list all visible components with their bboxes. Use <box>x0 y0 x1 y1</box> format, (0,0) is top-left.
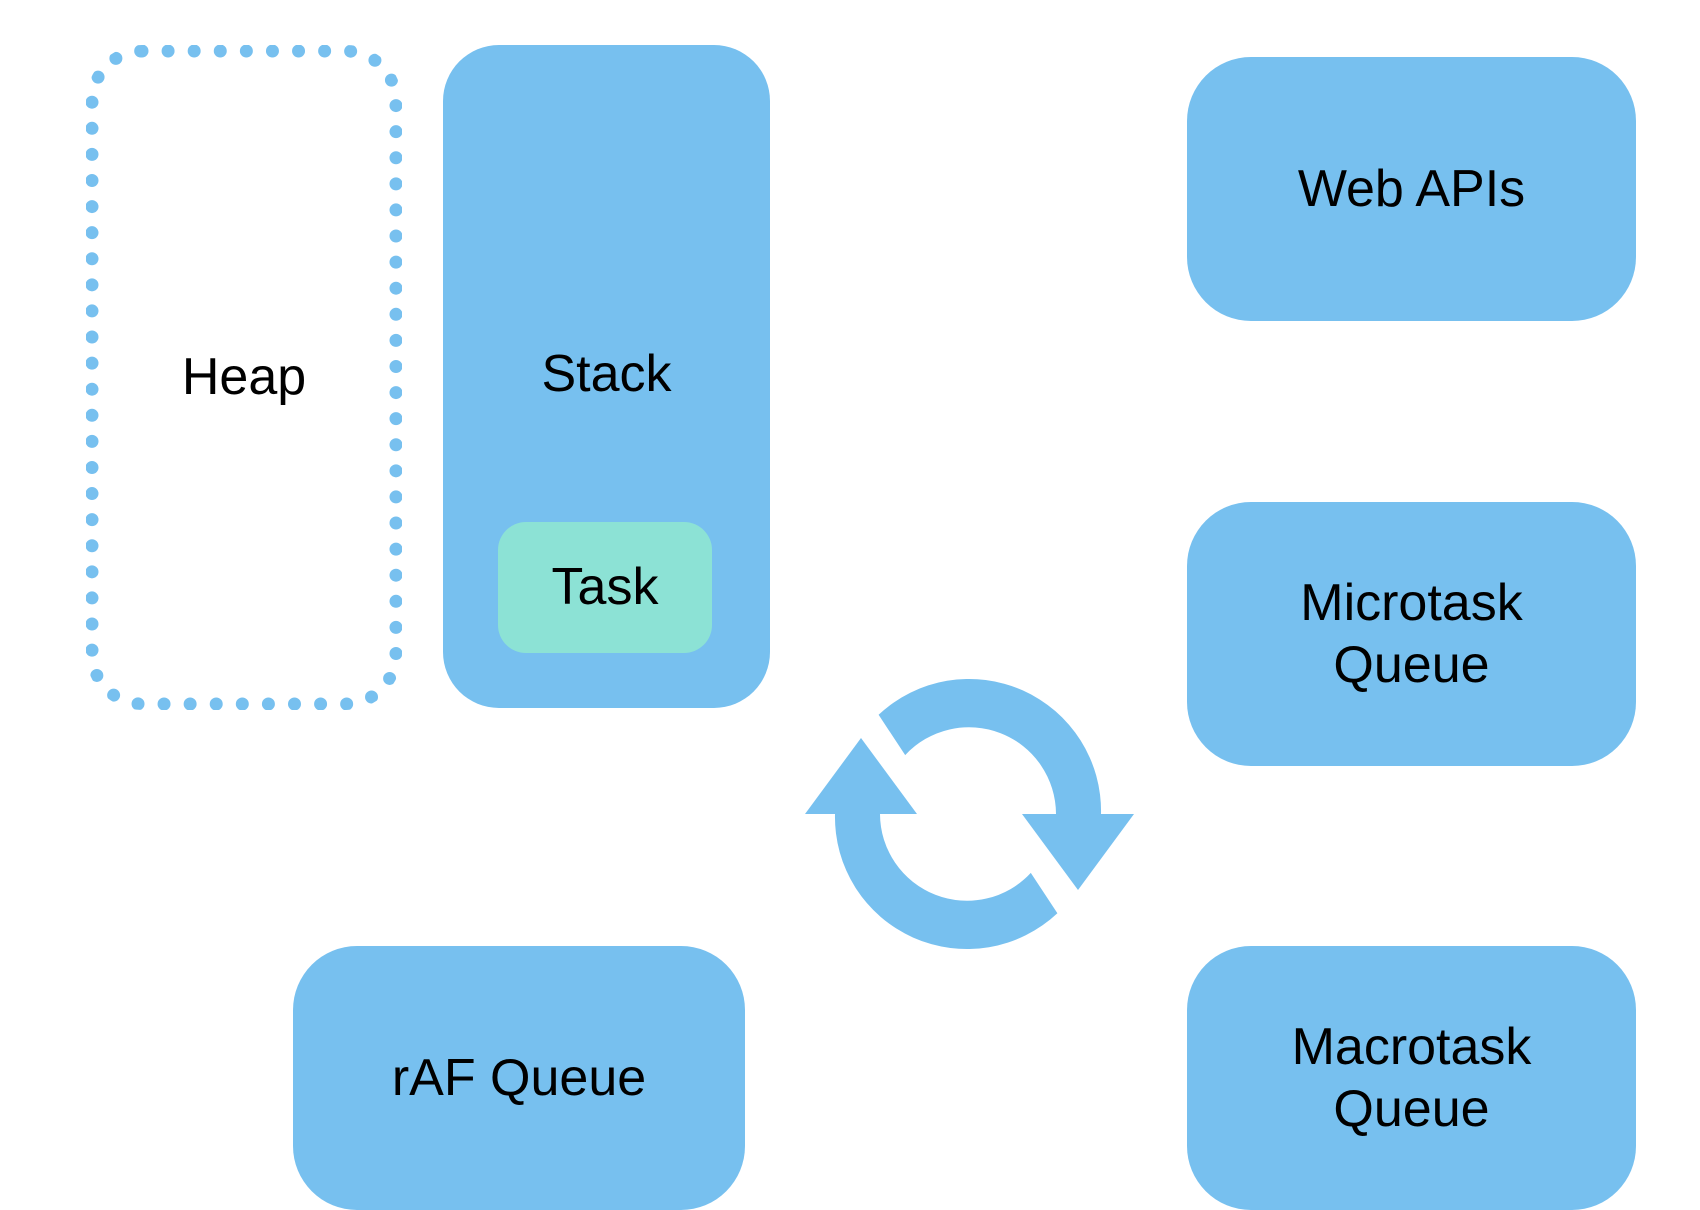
heap-box: Heap <box>86 45 402 710</box>
microtask-queue-box: Microtask Queue <box>1187 502 1636 766</box>
loop-arc-top-icon <box>878 678 1102 814</box>
heap-label: Heap <box>181 348 307 407</box>
microtask-queue-label: Microtask Queue <box>1300 573 1523 694</box>
loop-arrowhead-up-icon <box>805 738 917 814</box>
loop-arc-bottom-icon <box>834 814 1058 950</box>
web-apis-label: Web APIs <box>1297 159 1526 218</box>
raf-queue-box: rAF Queue <box>293 946 745 1210</box>
stack-label: Stack <box>541 345 672 403</box>
loop-arrowhead-down-icon <box>1022 814 1134 890</box>
web-apis-box: Web APIs <box>1187 57 1636 321</box>
macrotask-queue-label: Macrotask Queue <box>1291 1017 1532 1138</box>
refresh-cycle-icon <box>805 678 1134 950</box>
macrotask-queue-box: Macrotask Queue <box>1187 946 1636 1210</box>
raf-queue-label: rAF Queue <box>391 1048 647 1107</box>
task-box: Task <box>498 522 712 653</box>
task-label: Task <box>551 558 659 617</box>
